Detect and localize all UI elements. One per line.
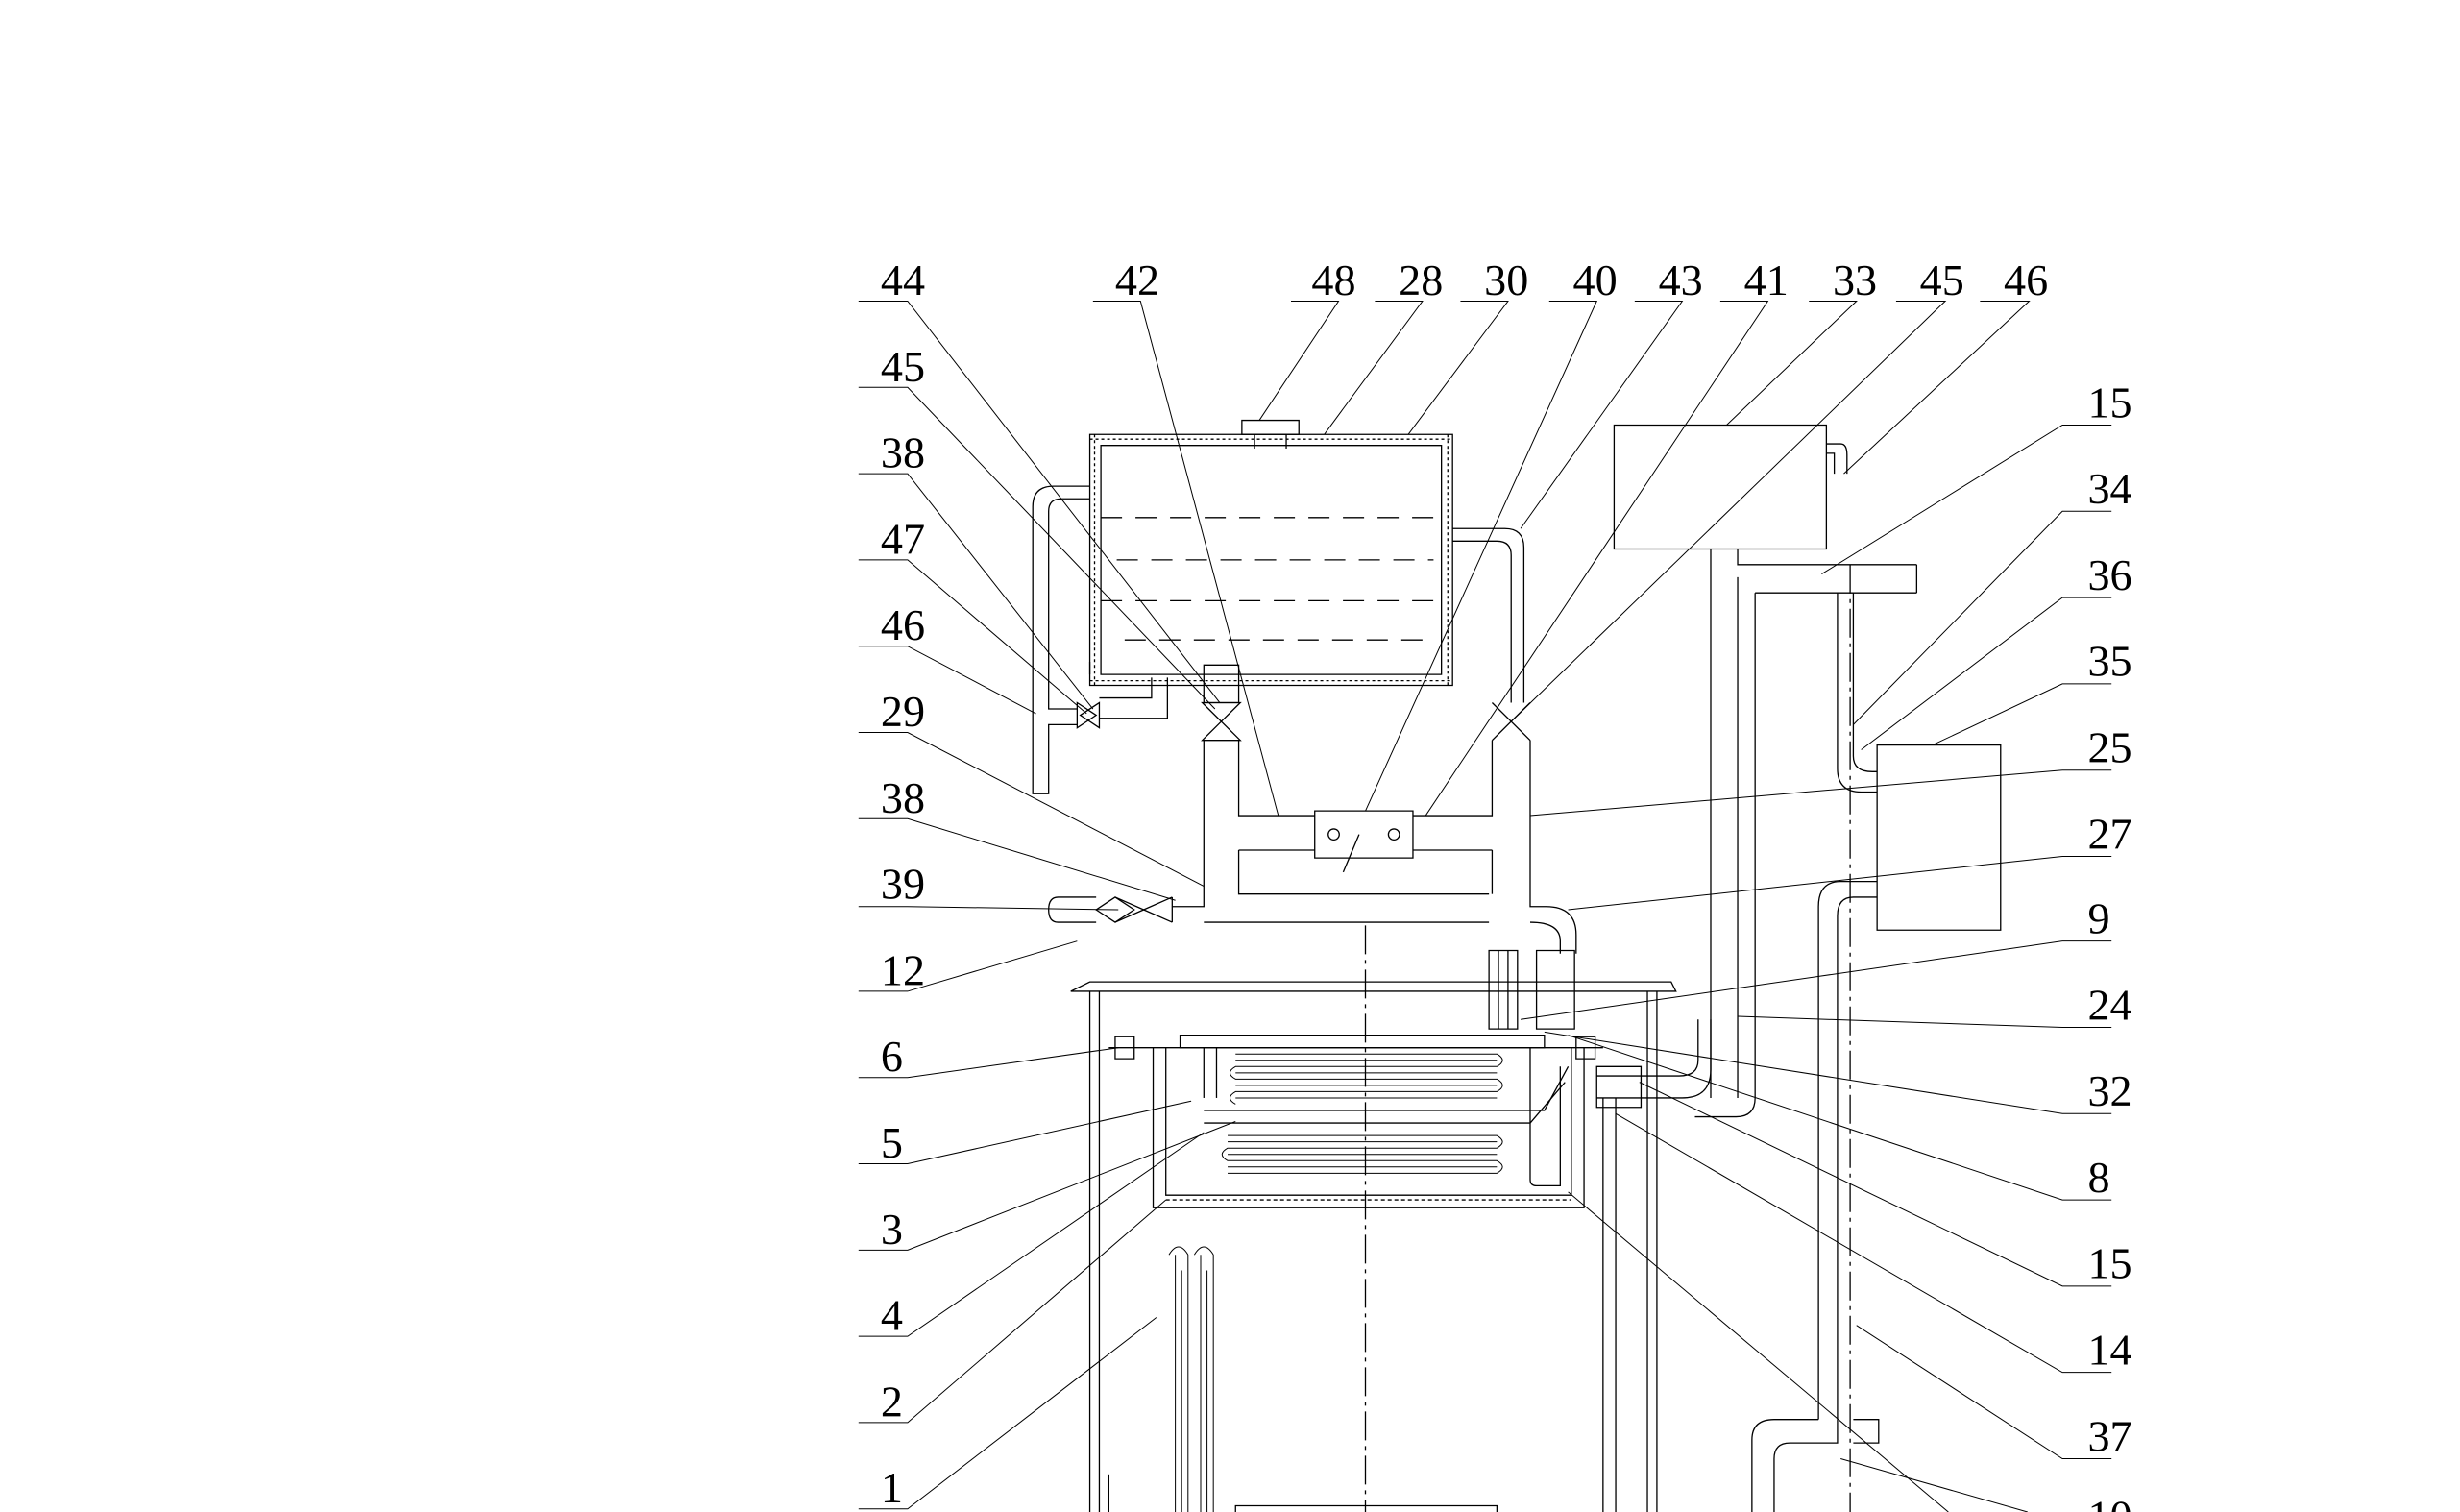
callout-labels: 44 45 38 47 46 29 38 39 12 6 5 3 4 2 1 4…: [881, 256, 2132, 1512]
label-25: 25: [2087, 723, 2131, 772]
side-outlet: [1596, 1019, 1711, 1107]
label-39: 39: [881, 860, 925, 909]
label-38-left-a: 38: [881, 428, 925, 477]
label-12: 12: [881, 946, 925, 995]
label-38-left-b: 38: [881, 773, 925, 822]
label-15-right-a: 15: [2087, 378, 2131, 427]
left-bypass-pipe: [1033, 486, 1167, 793]
apparatus-drawing: [859, 301, 2111, 1512]
label-37: 37: [2087, 1412, 2131, 1461]
label-44: 44: [881, 256, 925, 305]
label-35: 35: [2087, 637, 2131, 686]
control-box: [1752, 565, 2001, 1512]
label-27: 27: [2087, 810, 2131, 859]
label-45-top: 45: [1920, 256, 1964, 305]
label-36: 36: [2087, 550, 2131, 599]
label-24: 24: [2087, 981, 2131, 1030]
label-28: 28: [1399, 256, 1443, 305]
label-34: 34: [2087, 464, 2131, 513]
label-45-left: 45: [881, 342, 925, 391]
label-40: 40: [1573, 256, 1618, 305]
label-15-right-b: 15: [2087, 1239, 2131, 1288]
vessel-feed-pipes: [1489, 950, 1574, 1029]
label-9: 9: [2087, 894, 2109, 943]
label-4: 4: [881, 1291, 903, 1340]
label-2: 2: [881, 1378, 903, 1427]
label-30: 30: [1484, 256, 1528, 305]
label-47: 47: [881, 515, 925, 564]
label-6: 6: [881, 1032, 903, 1081]
water-tank: [1090, 421, 1453, 686]
label-43: 43: [1659, 256, 1703, 305]
label-29: 29: [881, 687, 925, 736]
label-5: 5: [881, 1118, 903, 1167]
label-10: 10: [2087, 1492, 2131, 1512]
label-1: 1: [881, 1463, 903, 1512]
label-41: 41: [1744, 256, 1789, 305]
central-manifold: [1172, 741, 1576, 1512]
leader-lines: [859, 301, 2111, 1512]
label-48: 48: [1311, 256, 1355, 305]
label-46-left: 46: [881, 600, 925, 649]
label-14: 14: [2087, 1326, 2131, 1375]
label-42: 42: [1115, 256, 1159, 305]
tank-outlet-valve: [1203, 665, 1241, 740]
label-46-top: 46: [2004, 256, 2048, 305]
label-3: 3: [881, 1205, 903, 1254]
main-vessel: [1071, 982, 1676, 1512]
label-32: 32: [2087, 1066, 2131, 1115]
label-33: 33: [1833, 256, 1877, 305]
right-riser: [1614, 425, 1916, 1116]
right-return-pipe: [1452, 528, 1530, 740]
label-8: 8: [2087, 1153, 2109, 1202]
drain-valve: [1049, 897, 1173, 922]
